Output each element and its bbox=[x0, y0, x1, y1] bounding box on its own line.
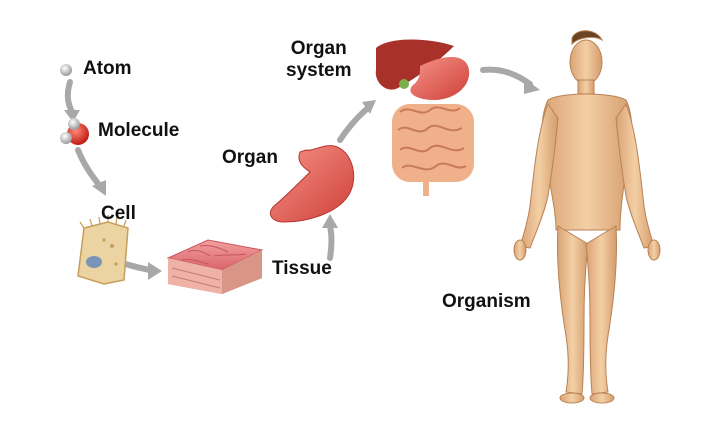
arrow-molecule-to-cell bbox=[75, 147, 103, 189]
label-molecule: Molecule bbox=[98, 120, 180, 141]
label-atom: Atom bbox=[83, 58, 132, 79]
atom-sphere bbox=[60, 64, 72, 76]
arrowhead-molecule-cell bbox=[92, 180, 106, 196]
tissue-illustration bbox=[166, 239, 264, 294]
arrowhead-atom-molecule bbox=[64, 110, 80, 122]
arrow-heads bbox=[64, 78, 540, 280]
arrowhead-organ-system bbox=[362, 100, 376, 114]
arrow-system-to-organism bbox=[480, 66, 533, 87]
arrow-organ-to-system bbox=[337, 105, 371, 143]
organism-human-illustration bbox=[513, 30, 661, 404]
arrow-atom-to-molecule bbox=[64, 79, 75, 115]
organ-system-illustration bbox=[375, 39, 474, 196]
label-cell: Cell bbox=[101, 203, 136, 224]
cell-illustration bbox=[77, 215, 129, 285]
organ-stomach-illustration bbox=[269, 145, 355, 223]
label-organism: Organism bbox=[442, 291, 531, 312]
label-organ-system: Organ system bbox=[286, 38, 352, 82]
label-organ-system-line2: system bbox=[286, 60, 352, 81]
label-organ-system-line1: Organ bbox=[290, 38, 347, 59]
molecule-illustration bbox=[60, 118, 89, 145]
label-organ: Organ bbox=[222, 147, 278, 168]
arrowhead-system-organism bbox=[524, 78, 540, 94]
arrow-tissue-to-organ bbox=[327, 223, 335, 261]
arrowhead-tissue-organ bbox=[322, 214, 338, 228]
label-tissue: Tissue bbox=[272, 258, 332, 279]
arrowhead-cell-tissue bbox=[148, 262, 162, 280]
